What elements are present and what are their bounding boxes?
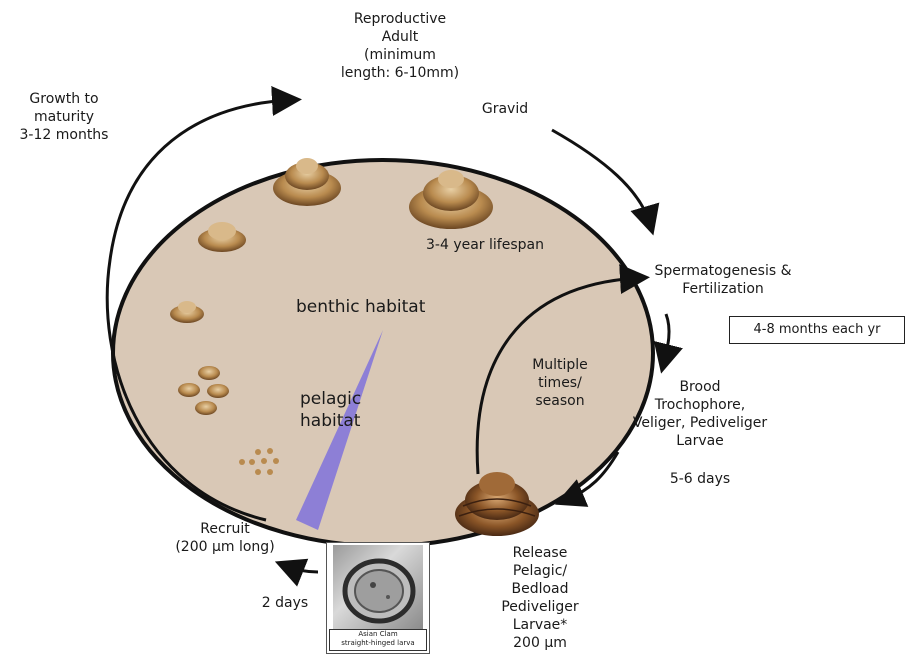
- months-box: 4-8 months each yr: [729, 316, 905, 344]
- larva-photo: Asian Clam straight-hinged larva: [326, 542, 430, 654]
- two-days-label: 2 days: [250, 594, 320, 612]
- growth-label: Growth to maturity 3-12 months: [4, 90, 124, 144]
- release-label: Release Pelagic/ Bedload Pediveliger Lar…: [490, 544, 590, 652]
- benthic-label: benthic habitat: [296, 296, 456, 318]
- brood-days-label: 5-6 days: [650, 470, 750, 488]
- pelagic-label: pelagic habitat: [300, 388, 390, 432]
- photo-caption: Asian Clam straight-hinged larva: [329, 629, 427, 651]
- brood-arrow: [664, 314, 669, 362]
- adult-label: Reproductive Adult (minimum length: 6-10…: [325, 10, 475, 82]
- lifespan-label: 3-4 year lifespan: [400, 236, 570, 254]
- brood-label: Brood Trochophore, Veliger, Pediveliger …: [610, 378, 790, 450]
- gravid-label: Gravid: [470, 100, 540, 118]
- spermatogenesis-label: Spermatogenesis & Fertilization: [643, 262, 803, 298]
- multiple-times-label: Multiple times/ season: [520, 356, 600, 410]
- larva-image: [333, 545, 423, 631]
- recruit-arrow: [286, 566, 318, 572]
- recruit-label: Recruit (200 μm long): [150, 520, 300, 556]
